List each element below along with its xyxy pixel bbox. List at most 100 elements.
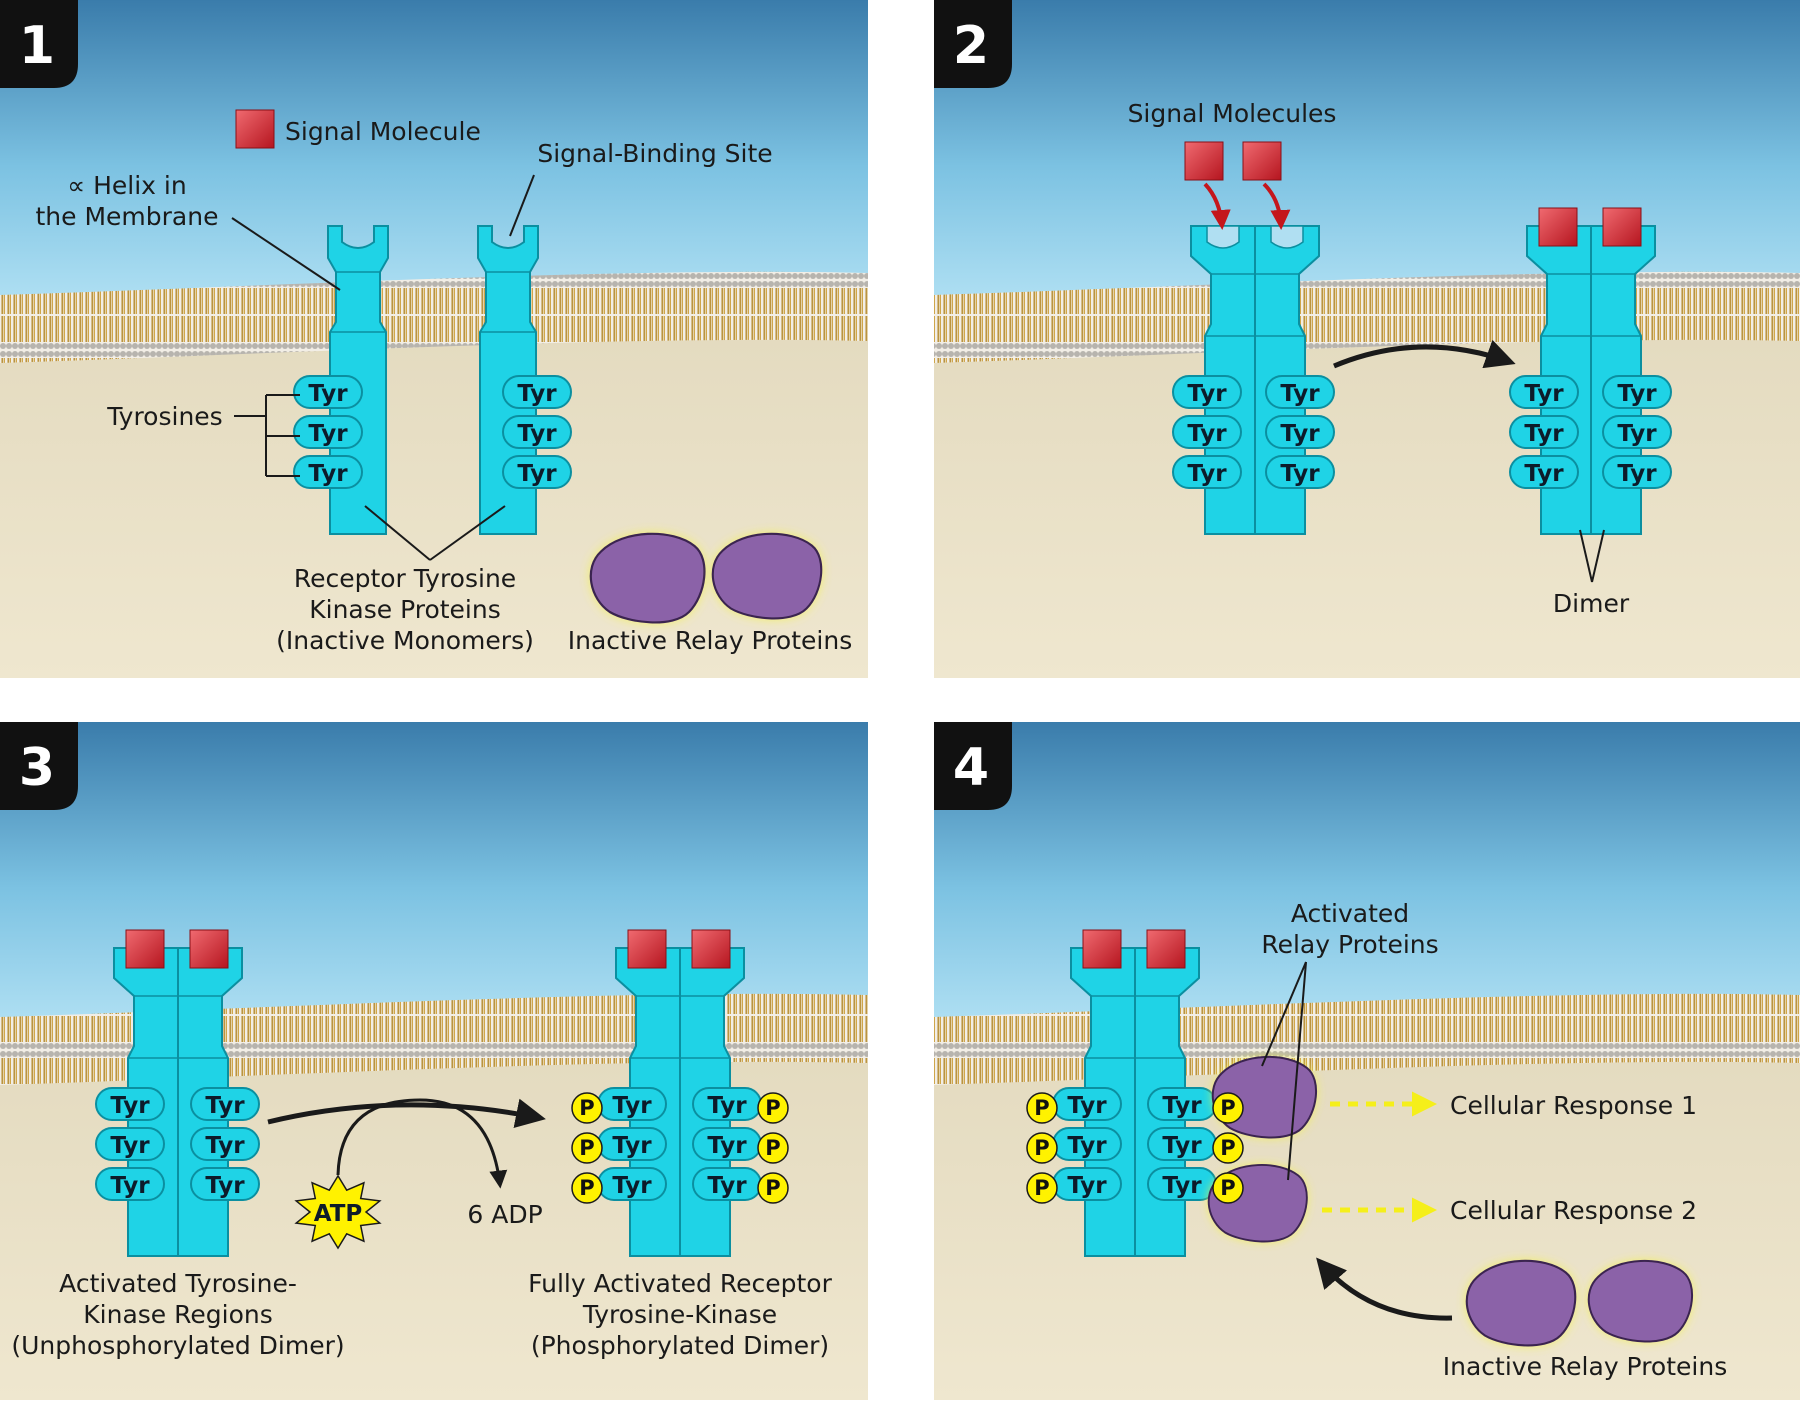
tyrosine-right bbox=[190, 1087, 260, 1121]
tyrosine-left-label: Tyr bbox=[308, 461, 348, 487]
phosphate-label: P bbox=[1034, 1176, 1049, 1200]
receptor-label-line3: (Inactive Monomers) bbox=[276, 626, 534, 655]
panel-number: 4 bbox=[953, 738, 989, 798]
cell-membrane bbox=[0, 271, 868, 363]
tyrosine-left-label: Tyr bbox=[308, 381, 348, 407]
tyrosine-right bbox=[1265, 415, 1335, 449]
panel-number: 2 bbox=[953, 16, 989, 76]
cellular-response-2-label: Cellular Response 2 bbox=[1450, 1196, 1697, 1225]
binding-site-notch bbox=[1270, 225, 1304, 249]
signal-molecule bbox=[691, 929, 731, 969]
leader-line bbox=[509, 174, 535, 237]
tyrosine-left-label: Tyr bbox=[612, 1173, 652, 1199]
tyrosine-right-label: Tyr bbox=[707, 1133, 747, 1159]
phosphate bbox=[1212, 1092, 1244, 1124]
atp-adp-arrow bbox=[336, 1098, 508, 1189]
tyrosine-left-label: Tyr bbox=[1067, 1133, 1107, 1159]
inactive-relay-protein bbox=[589, 532, 706, 624]
phosphate-label: P bbox=[1220, 1176, 1235, 1200]
right-caption-line3: (Phosphorylated Dimer) bbox=[531, 1331, 829, 1360]
helix-label-line1: ∝ Helix in bbox=[67, 171, 186, 200]
tyrosine-right-label: Tyr bbox=[1280, 421, 1320, 447]
phosphate bbox=[1212, 1172, 1244, 1204]
receptor-label-line2: Kinase Proteins bbox=[309, 595, 501, 624]
receptor-label-line1: Receptor Tyrosine bbox=[294, 564, 516, 593]
phosphorylation-arrow bbox=[267, 1098, 546, 1129]
phosphate-label: P bbox=[1034, 1096, 1049, 1120]
tyrosine-right-label: Tyr bbox=[1162, 1173, 1202, 1199]
tyrosine-right-label: Tyr bbox=[205, 1133, 245, 1159]
tyrosine-right-label: Tyr bbox=[1162, 1093, 1202, 1119]
phosphate-label: P bbox=[1220, 1096, 1235, 1120]
phosphate bbox=[1026, 1132, 1058, 1164]
panel-2: 2 bbox=[934, 0, 1800, 678]
tyrosine-right-label: Tyr bbox=[205, 1093, 245, 1119]
tyrosine-right-label: Tyr bbox=[1162, 1133, 1202, 1159]
left-caption-line3: (Unphosphorylated Dimer) bbox=[11, 1331, 344, 1360]
binding-arrow bbox=[1203, 182, 1231, 230]
inactive-relay-protein bbox=[711, 532, 823, 620]
tyrosines-label: Tyrosines bbox=[106, 402, 222, 431]
panel-1: 1 bbox=[0, 0, 868, 678]
signal-molecule bbox=[125, 929, 165, 969]
tyrosine-left bbox=[1509, 455, 1579, 489]
dimerization-arrow bbox=[1333, 339, 1516, 369]
tyrosine-left bbox=[293, 455, 363, 489]
tyrosine-left bbox=[1509, 375, 1579, 409]
tyrosine-right-label: Tyr bbox=[1280, 461, 1320, 487]
inactive-relay-label: Inactive Relay Proteins bbox=[568, 626, 852, 655]
signal-molecule bbox=[235, 109, 275, 149]
tyrosine-right bbox=[1265, 375, 1335, 409]
signal-molecule bbox=[1538, 207, 1578, 247]
tyrosine-right-label: Tyr bbox=[517, 461, 557, 487]
phosphate-label: P bbox=[1220, 1136, 1235, 1160]
tyrosine-right-label: Tyr bbox=[1617, 421, 1657, 447]
inactive-relay-protein-body bbox=[711, 532, 823, 620]
tyrosine-right bbox=[190, 1127, 260, 1161]
signal-molecule bbox=[189, 929, 229, 969]
tyrosine-left-label: Tyr bbox=[110, 1133, 150, 1159]
tyrosine-right bbox=[1602, 415, 1672, 449]
left-caption-line2: Kinase Regions bbox=[83, 1300, 272, 1329]
tyrosine-right bbox=[1602, 455, 1672, 489]
panel-number: 1 bbox=[19, 16, 55, 76]
tyrosine-left-label: Tyr bbox=[612, 1093, 652, 1119]
signal-molecule bbox=[1602, 207, 1642, 247]
tyrosine-right-label: Tyr bbox=[1280, 381, 1320, 407]
atp-label: ATP bbox=[314, 1201, 363, 1227]
tyrosine-left-label: Tyr bbox=[1067, 1093, 1107, 1119]
leader-line bbox=[1579, 529, 1593, 583]
phosphate-label: P bbox=[579, 1096, 594, 1120]
right-caption-line1: Fully Activated Receptor bbox=[528, 1269, 832, 1298]
signal-molecule bbox=[1184, 141, 1224, 181]
tyrosine-left bbox=[1172, 375, 1242, 409]
panel-number-tab bbox=[0, 0, 78, 88]
signal-molecule bbox=[1146, 929, 1186, 969]
cellular-response-1-label: Cellular Response 1 bbox=[1450, 1091, 1697, 1120]
tyrosine-right bbox=[502, 415, 572, 449]
tyrosine-right-label: Tyr bbox=[205, 1173, 245, 1199]
inactive-relay-label: Inactive Relay Proteins bbox=[1443, 1352, 1727, 1381]
inactive-relay-protein-body bbox=[1465, 1259, 1577, 1347]
inactive-relay-protein-body bbox=[589, 532, 706, 624]
leader-line bbox=[1287, 961, 1307, 1181]
recruitment-arrow bbox=[1316, 1257, 1453, 1321]
panel-content bbox=[0, 0, 868, 678]
tyrosine-left-label: Tyr bbox=[1187, 421, 1227, 447]
tyrosine-left bbox=[1172, 455, 1242, 489]
tyrosine-left-label: Tyr bbox=[1067, 1173, 1107, 1199]
tyrosine-right bbox=[502, 455, 572, 489]
tyrosine-right bbox=[1602, 375, 1672, 409]
right-caption-line2: Tyrosine-Kinase bbox=[582, 1300, 777, 1329]
phosphate-label: P bbox=[765, 1136, 780, 1160]
phosphate bbox=[1212, 1132, 1244, 1164]
tyrosine-left-label: Tyr bbox=[1524, 381, 1564, 407]
tyrosine-right-label: Tyr bbox=[1617, 381, 1657, 407]
tyrosine-left-label: Tyr bbox=[1187, 461, 1227, 487]
panel-content bbox=[934, 0, 1800, 678]
extracellular-space bbox=[934, 722, 1800, 1025]
tyrosine-right-label: Tyr bbox=[1617, 461, 1657, 487]
tyrosine-right-label: Tyr bbox=[517, 381, 557, 407]
